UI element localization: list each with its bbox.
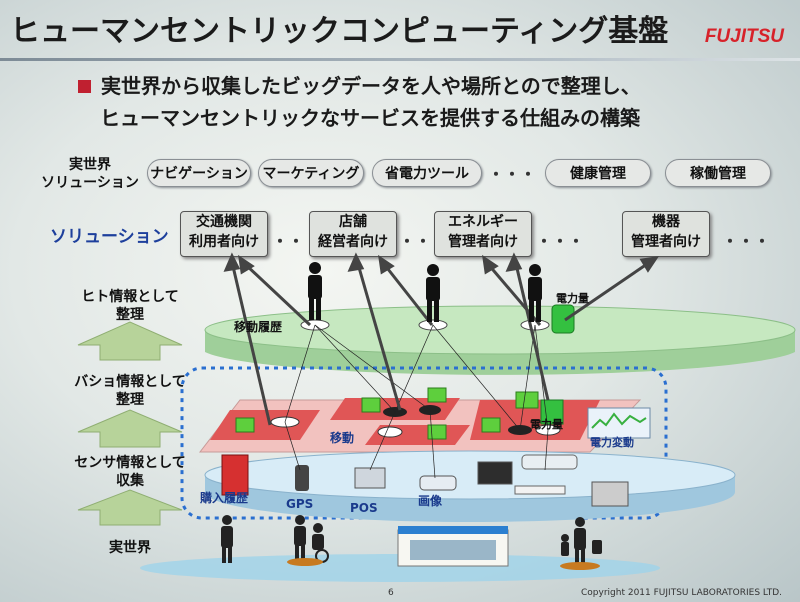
oval-navigation: ナビゲーション — [147, 159, 251, 187]
subtitle-line-2: ヒューマンセントリックなサービスを提供する仕組みの構築 — [100, 106, 640, 130]
label-real-world: 実世界 — [109, 540, 151, 556]
power-strip-icon — [514, 485, 566, 495]
label-sensor-info-line1: センサ情報として — [74, 455, 186, 471]
label-human-info: ヒト情報として 整理 — [60, 288, 200, 324]
label-gps: GPS — [286, 497, 313, 511]
box-store-line2: 経営者向け — [318, 234, 388, 250]
camera-icon — [419, 475, 457, 491]
subtitle: 実世界から収集したビッグデータを人や場所とので整理し、 ヒューマンセントリックな… — [78, 70, 641, 134]
label-image: 画像 — [418, 493, 443, 508]
label-real-solution-line2: ソリューション — [41, 175, 139, 191]
up-arrow-icon — [77, 321, 183, 526]
label-place-info-line2: 整理 — [116, 392, 144, 408]
label-power-change: 電力変動 — [590, 435, 634, 449]
label-human-info-line2: 整理 — [116, 307, 144, 323]
copyright: Copyright 2011 FUJITSU LABORATORIES LTD. — [581, 588, 782, 598]
pos-icon — [354, 467, 386, 489]
printer-icon — [591, 481, 629, 507]
box-energy: エネルギー 管理者向け — [434, 211, 532, 257]
label-sensor-info: センサ情報として 収集 — [52, 454, 208, 490]
ellipsis-4: ・・・ — [722, 232, 771, 251]
label-movement-history: 移動履歴 — [234, 319, 282, 334]
label-human-info-line1: ヒト情報として — [81, 289, 179, 305]
label-place-info-line1: バショ情報として — [74, 374, 186, 390]
label-real-solution: 実世界 ソリューション — [40, 156, 140, 192]
box-equipment-line2: 管理者向け — [631, 234, 701, 250]
ellipsis-1: ・・・ — [272, 232, 321, 251]
bullet-icon — [78, 80, 91, 93]
label-place-info: バショ情報として 整理 — [52, 373, 208, 409]
page-number: 6 — [388, 588, 394, 598]
connection-lines — [284, 324, 549, 479]
box-energy-line2: 管理者向け — [448, 234, 518, 250]
label-real-solution-line1: 実世界 — [69, 157, 111, 173]
box-transport-line1: 交通機関 — [196, 214, 252, 230]
ellipsis-3: ・・・ — [536, 232, 585, 251]
oval-marketing: マーケティング — [258, 159, 364, 187]
subtitle-line-1: 実世界から収集したビッグデータを人や場所とので整理し、 — [101, 74, 641, 98]
label-movement: 移動 — [330, 430, 354, 445]
arrow-lines — [223, 252, 660, 426]
human-layer — [204, 304, 796, 375]
real-world-scene — [140, 515, 660, 582]
person-icon — [308, 262, 542, 322]
label-pos: POS — [350, 501, 378, 515]
label-solution: ソリューション — [50, 227, 169, 247]
box-store-line1: 店舗 — [339, 214, 367, 230]
box-transport-line2: 利用者向け — [189, 234, 259, 250]
label-power: 電力量 — [556, 291, 589, 305]
laptop-icon — [477, 461, 513, 485]
slide-title: ヒューマンセントリックコンピューティング基盤 — [10, 14, 669, 49]
label-sensor-info-line2: 収集 — [116, 473, 144, 489]
ellipsis-top: ・・・ — [488, 165, 537, 184]
oval-operation: 稼働管理 — [665, 159, 771, 187]
fujitsu-logo: FUJITSU — [704, 26, 784, 47]
box-equipment-line1: 機器 — [652, 214, 680, 230]
box-transport: 交通機関 利用者向け — [180, 211, 268, 257]
air-conditioner-icon — [521, 454, 578, 470]
phone-icon — [295, 465, 309, 491]
sensor-layer — [204, 450, 736, 522]
title-divider — [0, 58, 800, 61]
box-store: 店舗 経営者向け — [309, 211, 397, 257]
box-equipment: 機器 管理者向け — [622, 211, 710, 257]
vending-machine-icon — [221, 454, 249, 496]
oval-health: 健康管理 — [545, 159, 651, 187]
oval-power-saving: 省電力ツール — [372, 159, 482, 187]
box-energy-line1: エネルギー — [448, 214, 518, 230]
label-power-2: 電力量 — [530, 417, 563, 431]
label-purchase: 購入履歴 — [199, 490, 248, 505]
